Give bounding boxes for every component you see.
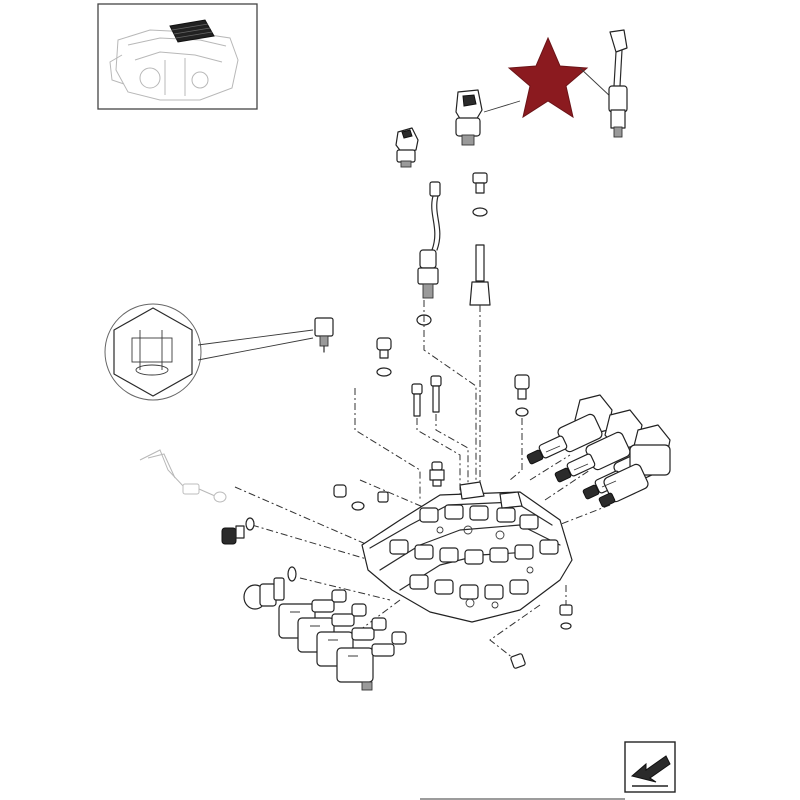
- union-fitting[interactable]: [429, 461, 445, 487]
- nav-arrow-icon[interactable]: [624, 741, 676, 793]
- long-bolt-right[interactable]: [430, 375, 442, 413]
- pressure-sensor-left[interactable]: [395, 127, 419, 168]
- highlight-star: [507, 36, 589, 119]
- long-bolt-left[interactable]: [411, 383, 423, 417]
- pressure-sensor-center[interactable]: [455, 89, 483, 146]
- linkage-rod: [139, 449, 227, 503]
- small-plugs-center[interactable]: [333, 484, 389, 511]
- wired-speed-sensor[interactable]: [417, 181, 441, 299]
- set-screw[interactable]: [510, 653, 526, 669]
- plug-with-seal[interactable]: [221, 517, 255, 545]
- small-pressure-switch[interactable]: [314, 317, 334, 353]
- leader-lines: [234, 300, 611, 663]
- solenoid-plug-left[interactable]: [243, 566, 297, 610]
- bolt-stack[interactable]: [469, 172, 491, 306]
- detail-inset-hex[interactable]: [104, 303, 202, 401]
- solenoid-valve-bank-right[interactable]: [526, 394, 671, 508]
- location-thumbnail[interactable]: [97, 3, 258, 110]
- plug-screw[interactable]: [376, 337, 392, 377]
- temperature-sensor-right[interactable]: [608, 29, 628, 138]
- solenoid-valve-bank-left[interactable]: [278, 589, 407, 691]
- valve-body[interactable]: [361, 481, 573, 623]
- drain-screw[interactable]: [559, 604, 573, 630]
- cap-screw-right[interactable]: [514, 374, 530, 417]
